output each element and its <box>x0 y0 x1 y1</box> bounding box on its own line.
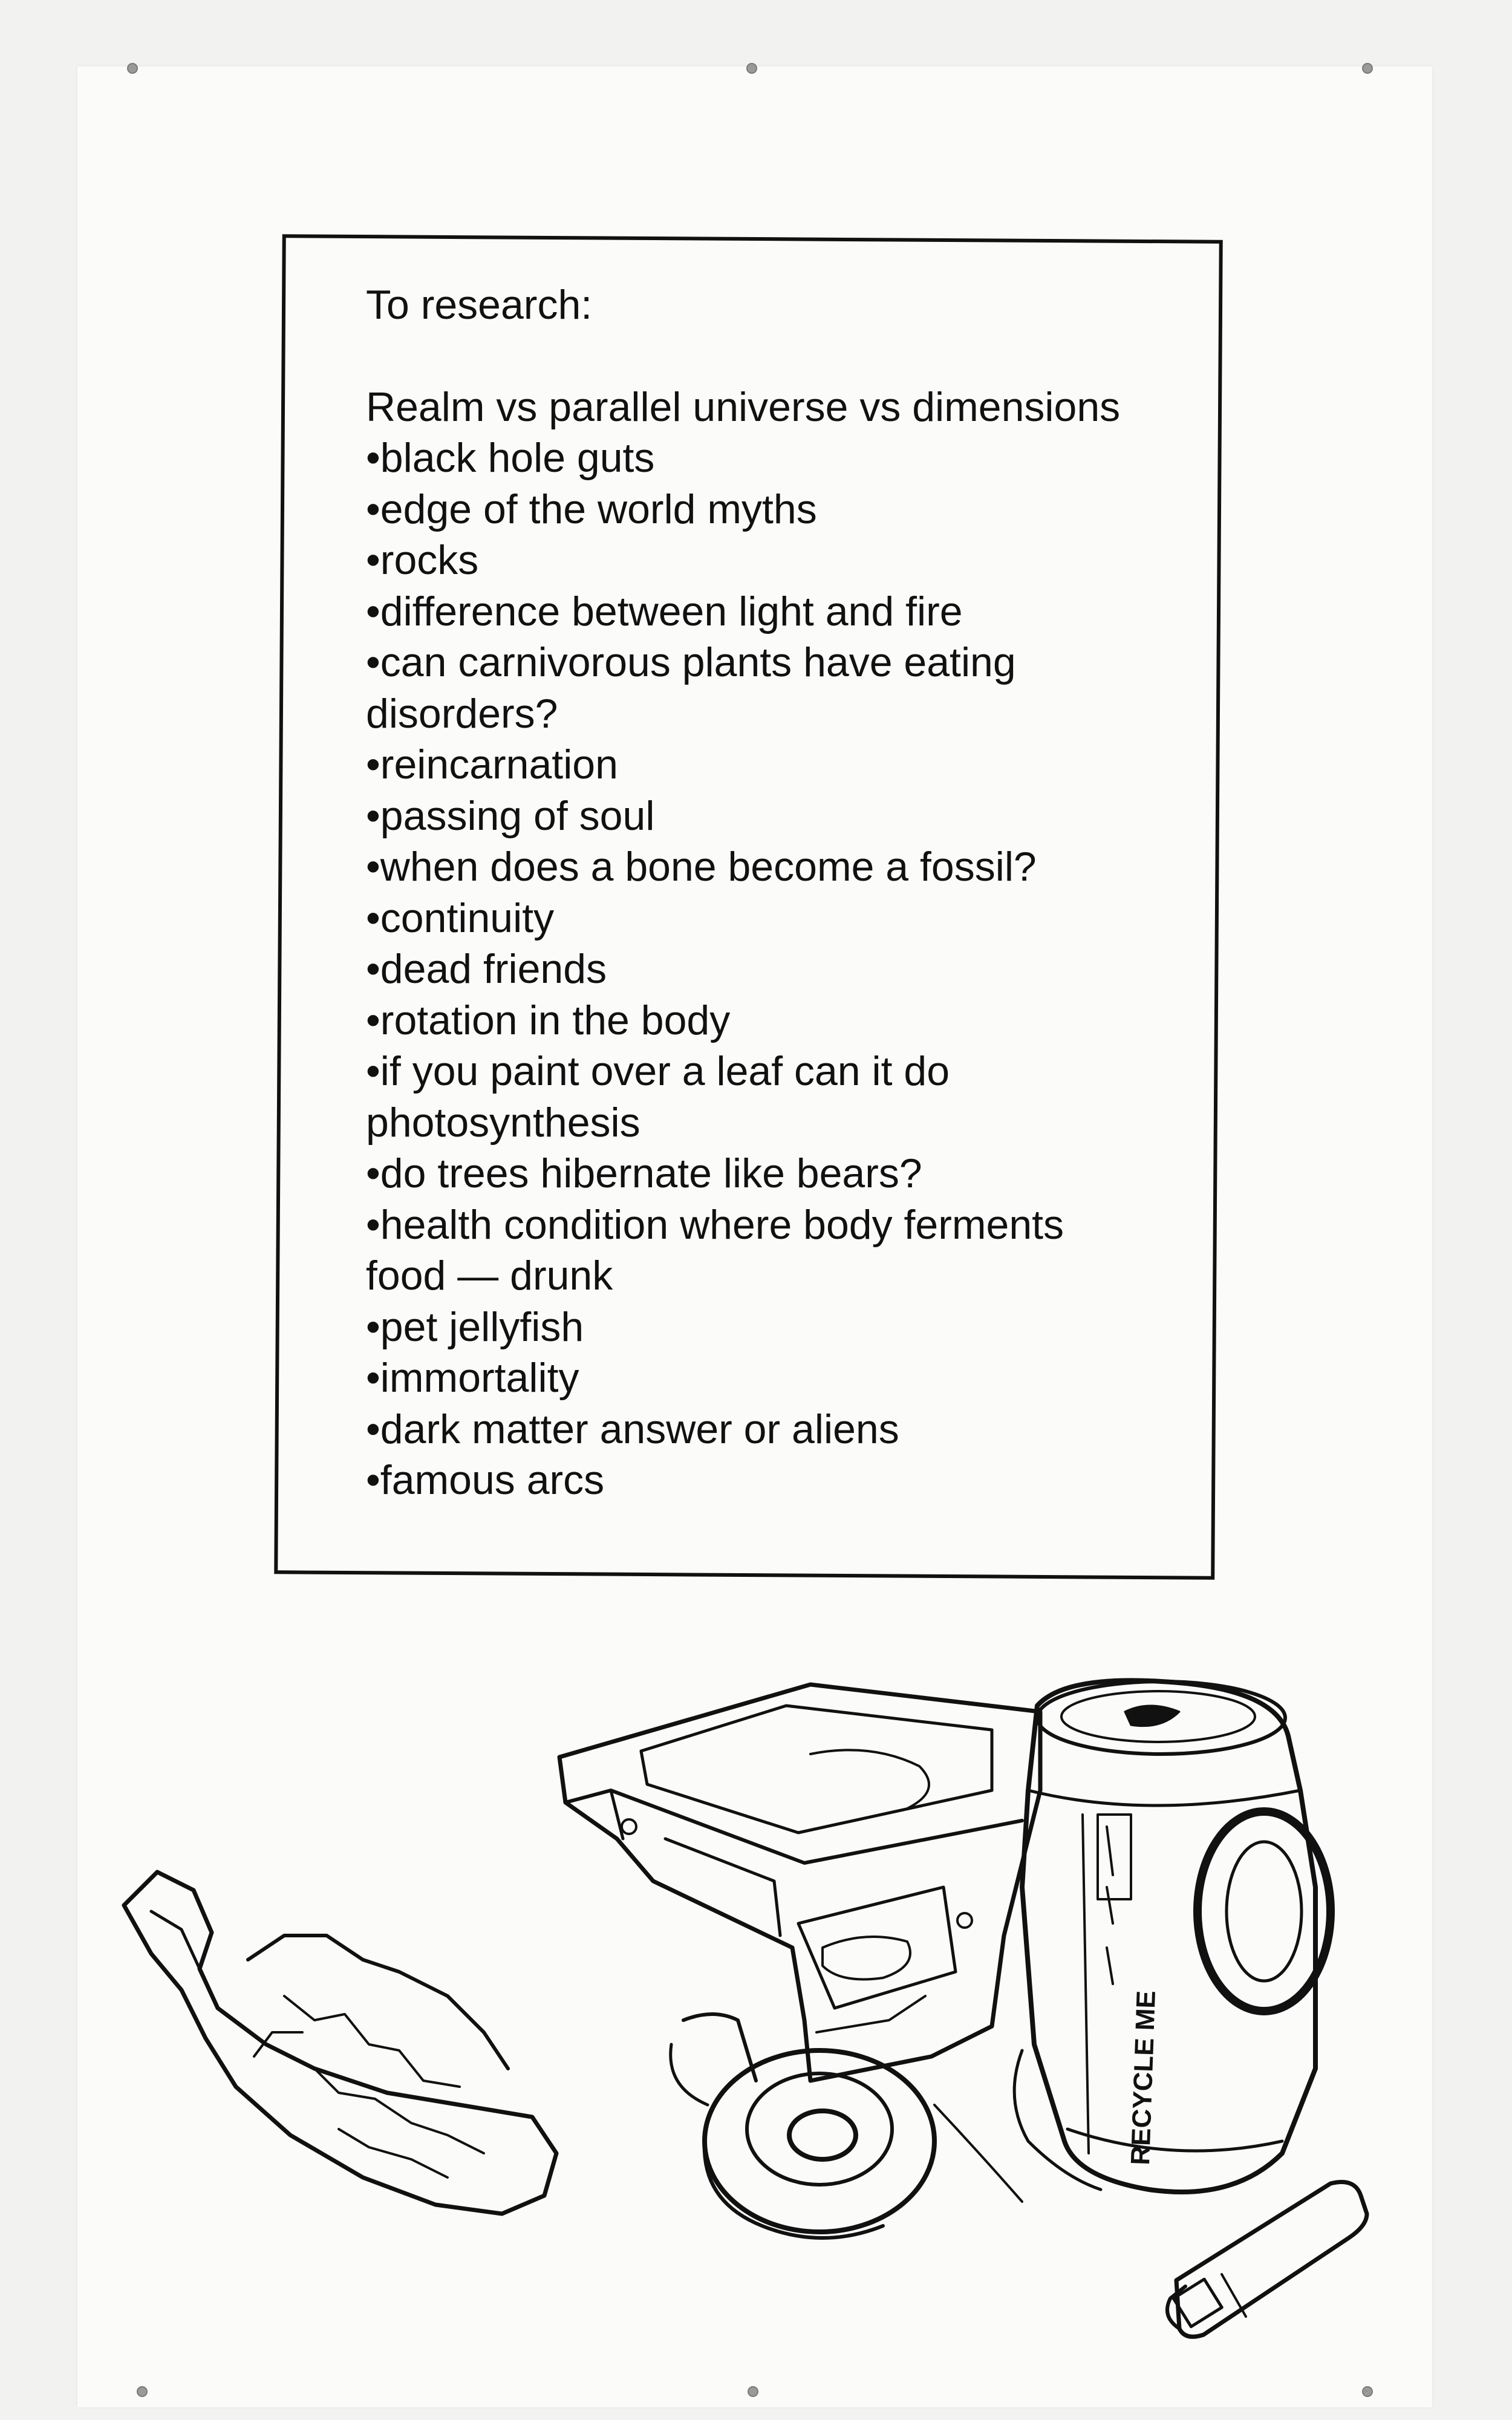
note-item: •difference between light and fire <box>366 588 963 634</box>
tape-roll-drawing <box>669 2012 1023 2240</box>
note-item: •edge of the world myths <box>366 486 817 532</box>
note-item: •when does a bone become a fossil? <box>366 844 1037 890</box>
note-item: •immortality <box>366 1355 579 1401</box>
note-item: •do trees hibernate like bears? <box>366 1150 922 1196</box>
hard-drive-drawing <box>557 1682 1043 2083</box>
can-drawing <box>1020 1678 1335 2194</box>
note-item: Realm vs parallel universe vs dimensions <box>366 383 1121 430</box>
note-item: •rocks <box>366 537 479 583</box>
note-item: •if you paint over a leaf can it do phot… <box>366 1048 950 1146</box>
note-item: •passing of soul <box>366 792 655 839</box>
note-item: •can carnivorous plants have eating diso… <box>366 639 1016 737</box>
pin-icon <box>1362 63 1373 74</box>
pin-icon <box>137 2386 148 2397</box>
pin-icon <box>1362 2386 1373 2397</box>
cable-drawing <box>1012 2049 1103 2191</box>
artist-signature: ~ <box>1364 2386 1369 2396</box>
lighter-drawing <box>1165 2180 1369 2339</box>
pin-icon <box>746 63 757 74</box>
research-note: To research: Realm vs parallel universe … <box>366 279 1201 1506</box>
pin-icon <box>748 2386 758 2397</box>
note-item: •continuity <box>366 895 555 941</box>
note-item: •dead friends <box>366 946 607 992</box>
note-item: •dark matter answer or aliens <box>366 1406 899 1452</box>
note-item: •health condition where body ferments fo… <box>366 1201 1064 1299</box>
note-item: •pet jellyfish <box>366 1303 584 1350</box>
pin-icon <box>127 63 138 74</box>
note-item: •black hole guts <box>366 435 655 481</box>
note-title: To research: <box>366 282 593 328</box>
can-label: RECYCLE ME <box>1126 1990 1161 2165</box>
note-item: •reincarnation <box>366 742 618 788</box>
note-item: •famous arcs <box>366 1457 605 1503</box>
bottle-shard-drawing <box>122 1870 559 2216</box>
note-item: •rotation in the body <box>366 997 731 1043</box>
